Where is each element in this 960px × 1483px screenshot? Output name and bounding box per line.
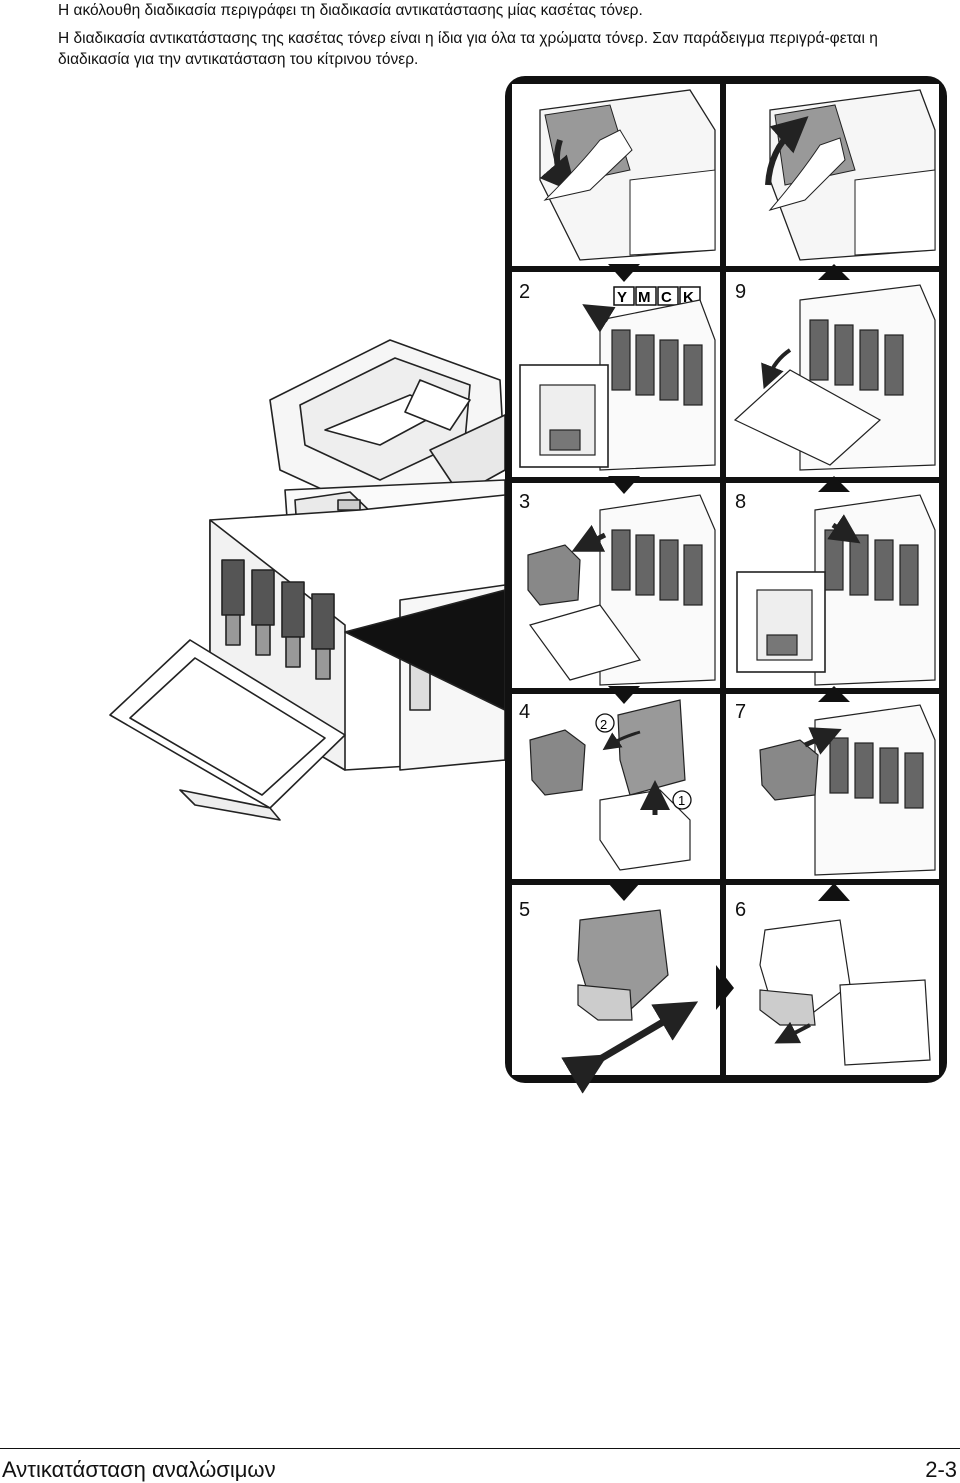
toner-label-c: C <box>661 289 672 306</box>
step-panel-3: 3 <box>512 476 720 688</box>
step-panel-10: 10 <box>726 84 939 266</box>
step-panel-9: 9 <box>726 264 939 477</box>
step-number-8: 8 <box>735 491 746 513</box>
step-panel-5: 5 <box>512 883 720 1094</box>
toner-color-labels: Y M C K <box>613 286 701 306</box>
toner-label-m: M <box>638 289 651 306</box>
toner-label-k: K <box>683 289 694 306</box>
step-number-3: 3 <box>519 491 530 513</box>
step-panel-8: 8 <box>726 476 939 688</box>
steps-panel: 1 10 2 Y M <box>505 76 947 1094</box>
intro-line-1: Η ακόλουθη διαδικασία περιγράφει τη διαδ… <box>58 2 643 19</box>
step-number-10: 10 <box>731 91 753 113</box>
step-panel-4: 4 2 1 <box>512 686 720 879</box>
intro-text: Η ακόλουθη διαδικασία περιγράφει τη διαδ… <box>58 0 953 70</box>
step-number-7: 7 <box>735 701 746 723</box>
toner-label-y: Y <box>617 289 627 306</box>
step-number-4: 4 <box>519 701 530 723</box>
footer-rule <box>0 1448 960 1449</box>
step-number-2: 2 <box>519 281 530 303</box>
step-number-6: 6 <box>735 899 746 921</box>
page-number: 2-3 <box>925 1457 957 1482</box>
step-panel-7: 7 <box>726 686 939 879</box>
printer-illustration <box>109 339 506 821</box>
footer-section-title: Αντικατάσταση αναλώσιμων <box>2 1457 276 1482</box>
intro-line-2: Η διαδικασία αντικατάστασης της κασέτας … <box>58 30 878 68</box>
step-panel-2: 2 Y M C K <box>512 264 720 477</box>
step-number-5: 5 <box>519 899 530 921</box>
step-panel-6: 6 <box>716 883 939 1075</box>
substep-2: 2 <box>600 717 607 732</box>
step-number-9: 9 <box>735 281 746 303</box>
substep-1: 1 <box>678 793 685 808</box>
step-number-1: 1 <box>526 91 537 113</box>
step-panel-1: 1 <box>512 84 720 266</box>
